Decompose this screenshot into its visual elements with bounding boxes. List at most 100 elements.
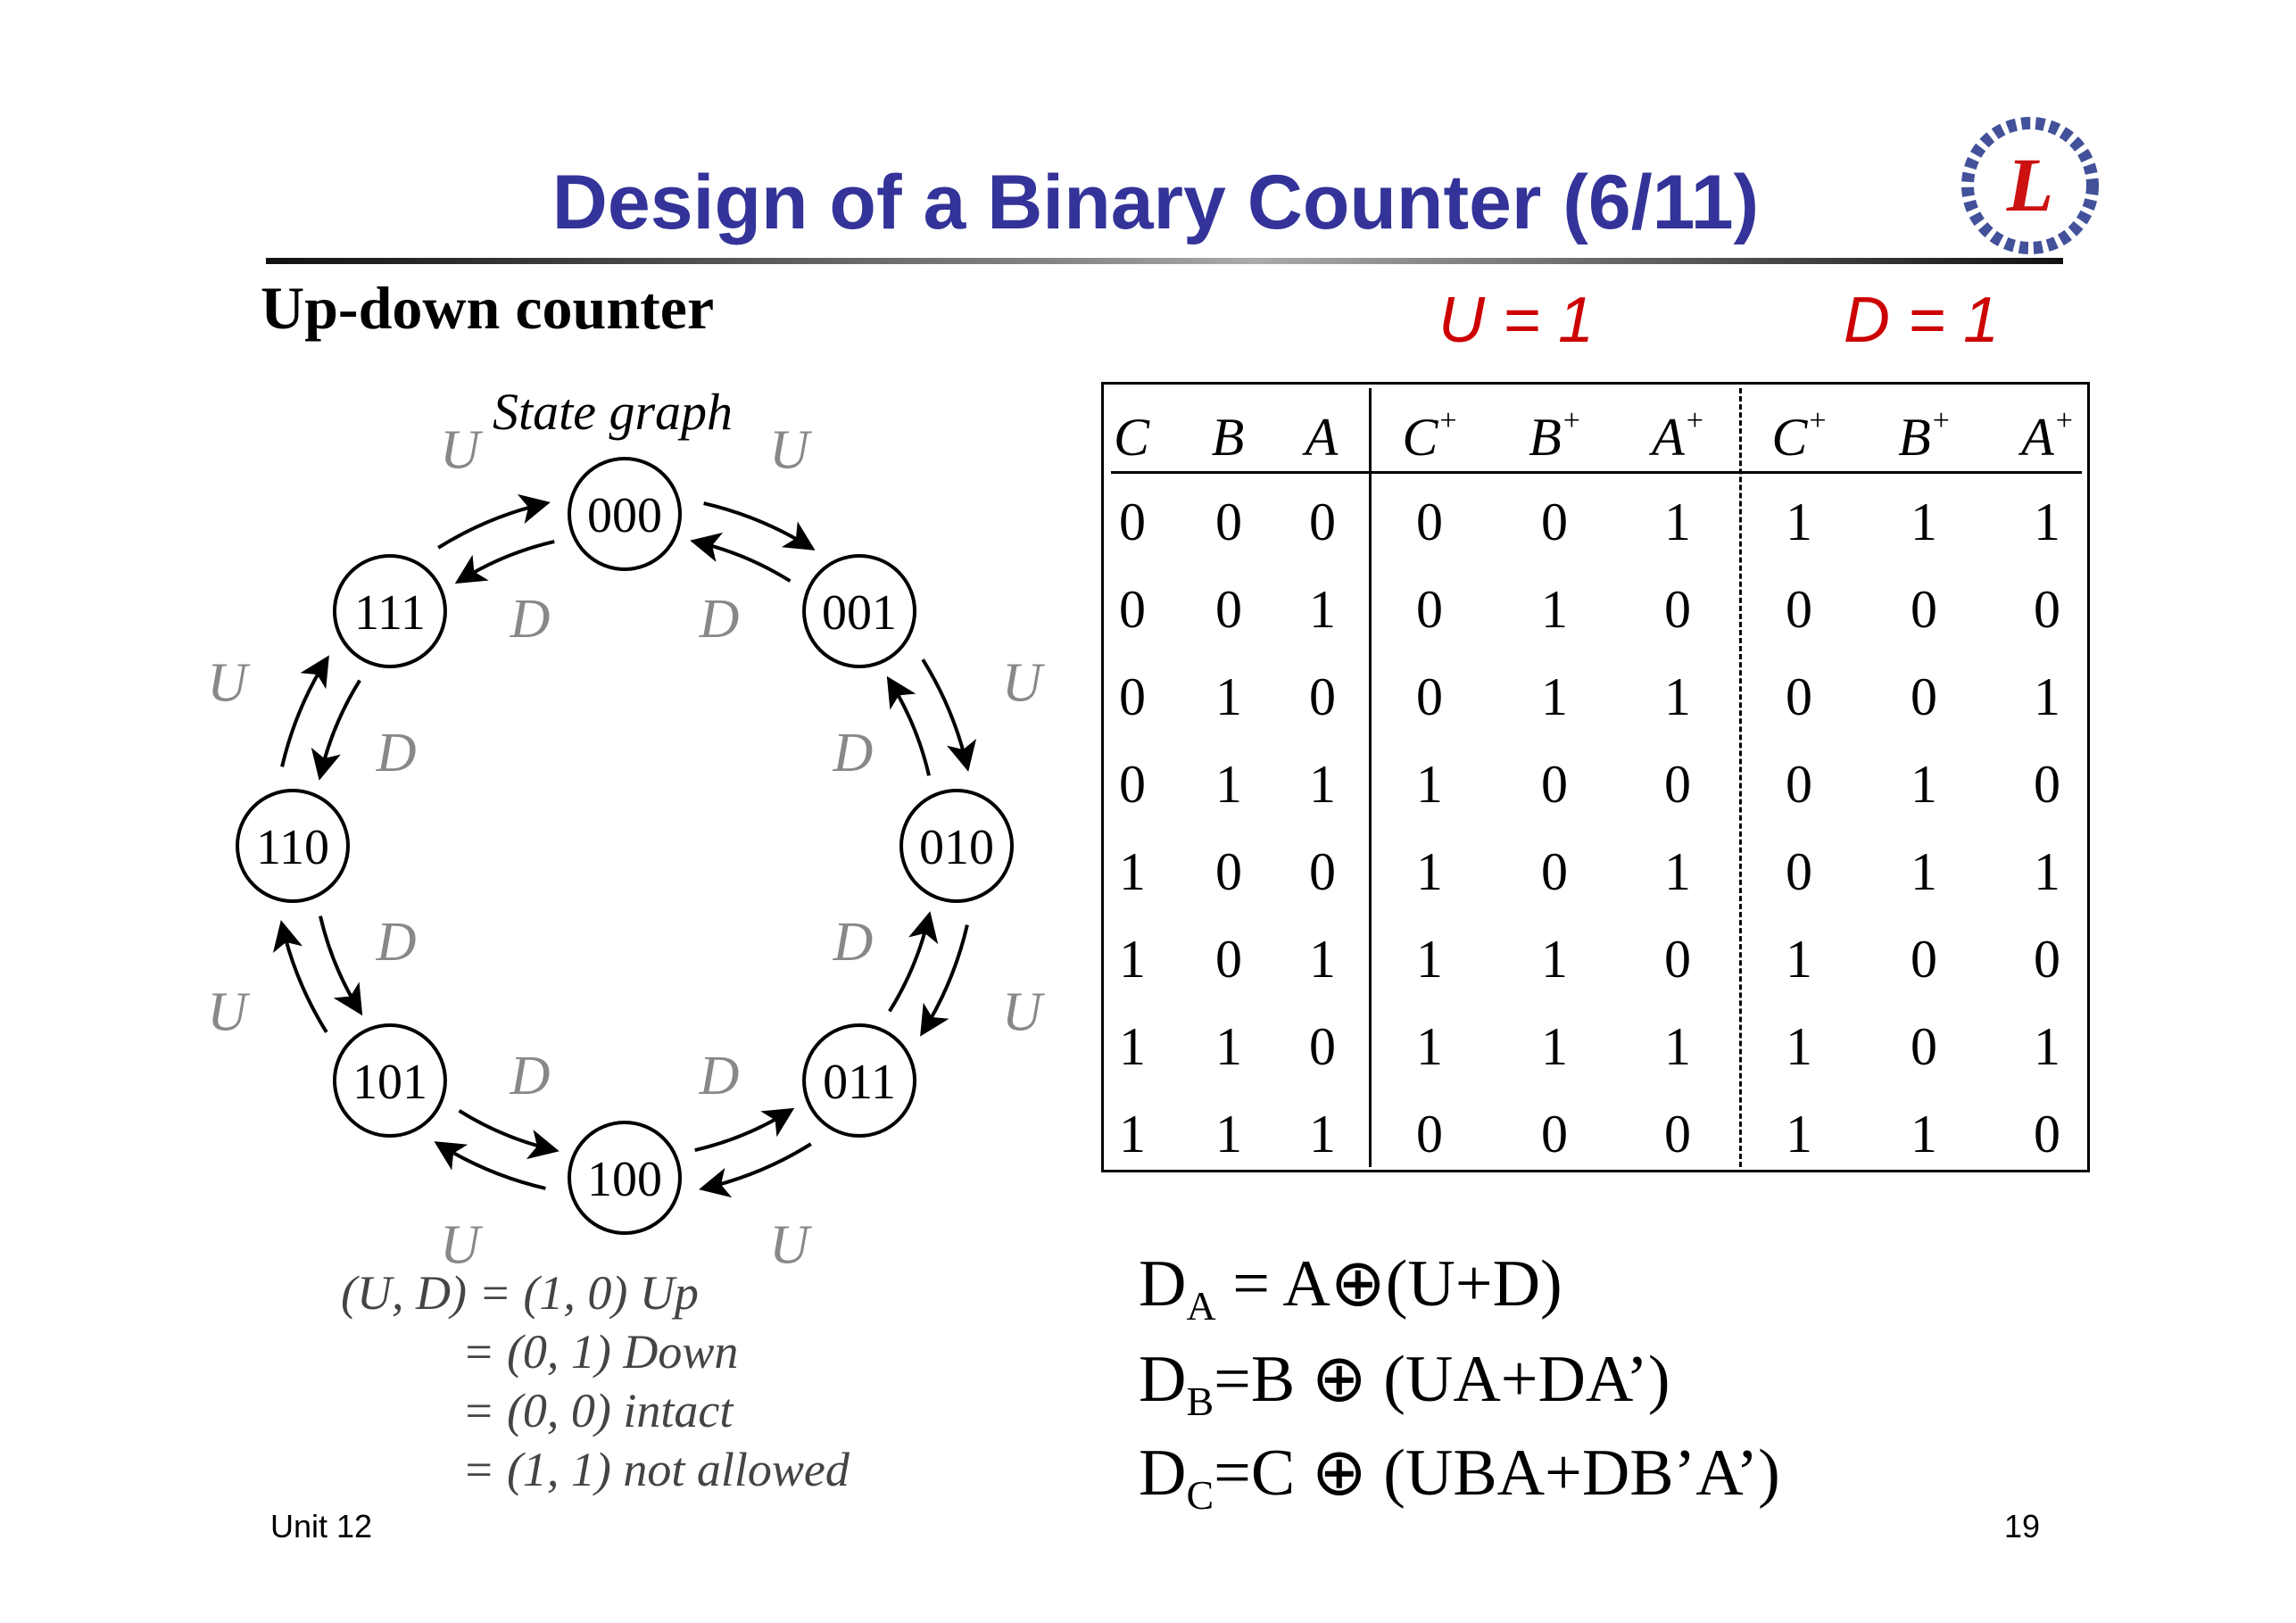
- table-cell: 0: [1309, 842, 1336, 901]
- logic-design-logo: L: [1950, 105, 2110, 266]
- table-cell: 1: [1416, 930, 1443, 989]
- table-cell: 0: [1215, 930, 1242, 989]
- column-header: C+: [1771, 404, 1827, 467]
- table-cell: 0: [1664, 755, 1691, 814]
- column-header: A+: [2021, 406, 2073, 465]
- equation-da: DA = A⊕(U+D): [1139, 1247, 1562, 1329]
- header-superscript: +: [1932, 404, 1950, 437]
- header-symbol: A: [1652, 408, 1685, 467]
- table-cell: 1: [1119, 842, 1146, 901]
- table-cell: 1: [1309, 580, 1336, 639]
- state-node: [802, 1023, 917, 1139]
- table-cell: 0: [1215, 842, 1242, 901]
- table-cell: 1: [1664, 842, 1691, 901]
- down-transition-arrow: [694, 1107, 795, 1152]
- table-cell: 1: [1416, 1017, 1443, 1076]
- table-cell: 1: [1664, 493, 1691, 551]
- down-edge-label: D: [833, 723, 874, 783]
- table-cell: 0: [1664, 1105, 1691, 1163]
- header-superscript: +: [1686, 404, 1703, 437]
- table-cell: 1: [1215, 667, 1242, 726]
- up-edge-label: U: [1002, 653, 1046, 714]
- present-state-divider: [1369, 388, 1372, 1167]
- down-edge-label: D: [376, 912, 417, 973]
- header-superscript: +: [1562, 404, 1580, 437]
- table-cell: 0: [1664, 580, 1691, 639]
- table-cell: 0: [1786, 667, 1812, 726]
- table-cell: 1: [1215, 1105, 1242, 1163]
- header-symbol: B: [1211, 408, 1245, 467]
- down-transition-arrow: [886, 675, 931, 776]
- table-cell: 1: [1911, 842, 1937, 901]
- down-edge-label: D: [833, 912, 874, 973]
- header-symbol: C: [1402, 408, 1438, 467]
- up-edge-label: U: [1002, 981, 1046, 1042]
- column-header: B+: [1898, 404, 1950, 467]
- table-cell: 0: [1119, 755, 1146, 814]
- header-symbol: B: [1898, 408, 1931, 467]
- legend-line: (U, D) = (1, 0) Up: [341, 1266, 699, 1320]
- table-cell: 1: [1786, 493, 1812, 551]
- up-transition-arrow: [703, 501, 816, 551]
- table-cell: 0: [1309, 667, 1336, 726]
- column-header: C+: [1402, 406, 1456, 467]
- down-condition-label: D = 1: [1844, 285, 2000, 356]
- state-node: [236, 789, 350, 903]
- svg-text:L: L: [2006, 142, 2054, 228]
- up-edge-label: U: [769, 1214, 813, 1275]
- down-edge-label: D: [510, 589, 551, 650]
- header-symbol: B: [1529, 408, 1562, 467]
- table-cell: 0: [1416, 493, 1443, 551]
- header-symbol: C: [1113, 408, 1150, 467]
- legend-line: = (1, 1) not allowed: [462, 1443, 850, 1496]
- table-cell: 1: [1786, 930, 1812, 989]
- table-cell: 0: [2034, 755, 2060, 814]
- column-header: A+: [1652, 404, 1703, 467]
- table-cell: 1: [1215, 755, 1242, 814]
- unit-label: Unit 12: [270, 1508, 373, 1544]
- equation-db: DB=B ⊕ (UA+DA’): [1139, 1343, 1670, 1424]
- state-node: [332, 553, 447, 668]
- up-transition-arrow: [920, 924, 969, 1037]
- state-label: 110: [256, 820, 329, 875]
- down-transition-arrow: [319, 915, 363, 1016]
- table-cell: 1: [2034, 1017, 2060, 1076]
- down-transition-arrow: [454, 540, 555, 584]
- column-header: C: [1114, 406, 1151, 464]
- down-transition-arrow: [458, 1109, 559, 1160]
- header-superscript: +: [1809, 404, 1827, 437]
- table-cell: 0: [1911, 667, 1937, 726]
- table-cell: 1: [1911, 755, 1937, 814]
- table-cell: 1: [1541, 580, 1568, 639]
- state-label: 101: [352, 1055, 427, 1110]
- table-cell: 1: [1309, 930, 1336, 989]
- header-symbol: C: [1771, 408, 1808, 467]
- table-cell: 0: [2034, 930, 2060, 989]
- up-transition-arrow: [434, 1141, 546, 1190]
- table-cell: 1: [1215, 1017, 1242, 1076]
- up-edge-label: U: [440, 420, 484, 481]
- down-transition-arrow: [311, 679, 361, 781]
- up-edge-label: U: [207, 981, 251, 1042]
- table-cell: 0: [1786, 755, 1812, 814]
- dashed-divider: [1739, 388, 1742, 1167]
- table-cell: 1: [1541, 930, 1568, 989]
- table-cell: 0: [1309, 493, 1336, 551]
- up-edge-label: U: [207, 653, 251, 714]
- up-edge-label: U: [769, 420, 813, 481]
- table-cell: 0: [1541, 755, 1568, 814]
- column-header: A: [1305, 406, 1340, 464]
- table-cell: 1: [1309, 755, 1336, 814]
- table-cell: 0: [2034, 1105, 2060, 1163]
- table-cell: 1: [1786, 1017, 1812, 1076]
- up-edge-label: U: [440, 1214, 484, 1275]
- legend-line: = (0, 1) Down: [462, 1325, 739, 1379]
- table-cell: 0: [1541, 493, 1568, 551]
- table-cell: 1: [1309, 1105, 1336, 1163]
- table-cell: 0: [1119, 667, 1146, 726]
- table-cell: 1: [1416, 842, 1443, 901]
- table-cell: 0: [1911, 580, 1937, 639]
- down-transition-arrow: [690, 532, 792, 583]
